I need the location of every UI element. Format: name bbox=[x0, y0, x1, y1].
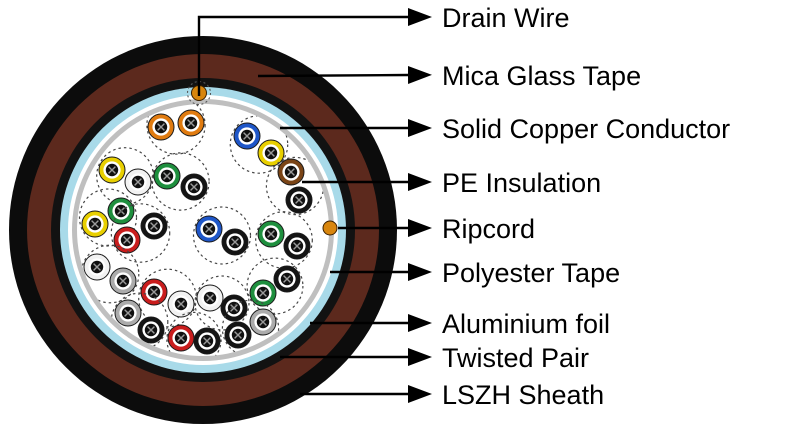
ripcord-strand bbox=[322, 220, 338, 236]
twisted-pairs-layer bbox=[78, 104, 325, 356]
twisted-pair bbox=[166, 311, 222, 356]
twisted-pair bbox=[246, 257, 304, 315]
conductor bbox=[220, 294, 248, 322]
conductor bbox=[98, 156, 126, 184]
label-aluminium-foil: Aluminium foil bbox=[310, 309, 610, 339]
conductor bbox=[153, 162, 181, 190]
twisted-pair bbox=[265, 156, 325, 216]
pair-outline bbox=[151, 152, 210, 211]
conductor bbox=[249, 308, 277, 336]
conductor bbox=[221, 228, 249, 256]
conductor bbox=[137, 316, 165, 344]
leader-line-mica-glass-tape bbox=[257, 66, 432, 84]
conductor bbox=[196, 284, 224, 312]
pair-outline bbox=[194, 275, 250, 331]
conductor bbox=[81, 210, 109, 238]
pair-outline bbox=[192, 206, 252, 265]
pair-outline bbox=[166, 311, 222, 356]
twisted-pair bbox=[221, 299, 280, 356]
twisted-pair bbox=[151, 152, 210, 211]
label-text-lszh-sheath: LSZH Sheath bbox=[442, 380, 604, 410]
conductor bbox=[114, 299, 142, 327]
label-text-aluminium-foil: Aluminium foil bbox=[442, 309, 610, 339]
label-lszh-sheath: LSZH Sheath bbox=[300, 380, 604, 410]
pair-outline bbox=[146, 104, 206, 155]
label-solid-copper-conductor: Solid Copper Conductor bbox=[280, 114, 730, 144]
pair-outline bbox=[221, 299, 280, 356]
pair-outline bbox=[138, 268, 197, 328]
twisted-pair bbox=[194, 275, 250, 331]
conductor bbox=[147, 113, 175, 141]
conductor bbox=[193, 327, 221, 355]
conductor bbox=[233, 122, 261, 150]
conductor bbox=[195, 215, 223, 243]
conductor bbox=[177, 109, 205, 137]
label-text-mica-glass-tape: Mica Glass Tape bbox=[442, 61, 641, 91]
leader-line-drain-wire bbox=[197, 8, 432, 96]
conductor bbox=[140, 278, 168, 306]
conductor bbox=[249, 279, 277, 307]
conductor bbox=[180, 173, 208, 201]
conductor bbox=[124, 168, 152, 196]
conductor bbox=[283, 232, 311, 260]
conductor bbox=[257, 139, 285, 167]
cable-cross-section bbox=[9, 36, 397, 424]
conductor bbox=[167, 324, 195, 352]
labels-layer: Drain Wire Mica Glass Tape Solid Copper … bbox=[197, 3, 730, 410]
twisted-pair bbox=[96, 147, 154, 205]
label-drain-wire: Drain Wire bbox=[197, 3, 570, 96]
twisted-pair bbox=[110, 292, 169, 351]
conductor bbox=[277, 158, 305, 186]
label-ripcord: Ripcord bbox=[338, 214, 535, 244]
conductor bbox=[224, 321, 252, 349]
twisted-pair bbox=[192, 206, 252, 265]
label-text-pe-insulation: PE Insulation bbox=[442, 168, 601, 198]
pair-outline bbox=[229, 115, 289, 174]
label-pe-insulation: PE Insulation bbox=[302, 168, 601, 198]
twisted-pair bbox=[78, 188, 138, 247]
label-text-solid-copper-conductor: Solid Copper Conductor bbox=[442, 114, 730, 144]
twisted-pair bbox=[80, 244, 140, 304]
twisted-pair bbox=[146, 104, 206, 155]
label-text-drain-wire: Drain Wire bbox=[442, 3, 570, 33]
label-text-ripcord: Ripcord bbox=[442, 214, 535, 244]
conductor bbox=[257, 220, 285, 248]
conductor bbox=[109, 267, 137, 295]
twisted-pair bbox=[110, 203, 171, 263]
label-polyester-tape: Polyester Tape bbox=[330, 258, 620, 288]
ripcord bbox=[322, 220, 338, 236]
twisted-pair bbox=[229, 115, 289, 174]
conductor bbox=[285, 186, 313, 214]
label-mica-glass-tape: Mica Glass Tape bbox=[257, 61, 641, 91]
pair-outline bbox=[78, 188, 138, 247]
conductor bbox=[83, 253, 111, 281]
drain-wire-outline bbox=[186, 80, 212, 106]
label-twisted-pair: Twisted Pair bbox=[280, 343, 589, 373]
conductor bbox=[113, 226, 141, 254]
label-text-twisted-pair: Twisted Pair bbox=[442, 343, 589, 373]
conductor bbox=[167, 290, 195, 318]
label-text-polyester-tape: Polyester Tape bbox=[442, 258, 620, 288]
pair-outline bbox=[110, 203, 171, 263]
conductor bbox=[140, 212, 168, 240]
pair-outline bbox=[246, 257, 304, 315]
conductor bbox=[273, 265, 301, 293]
